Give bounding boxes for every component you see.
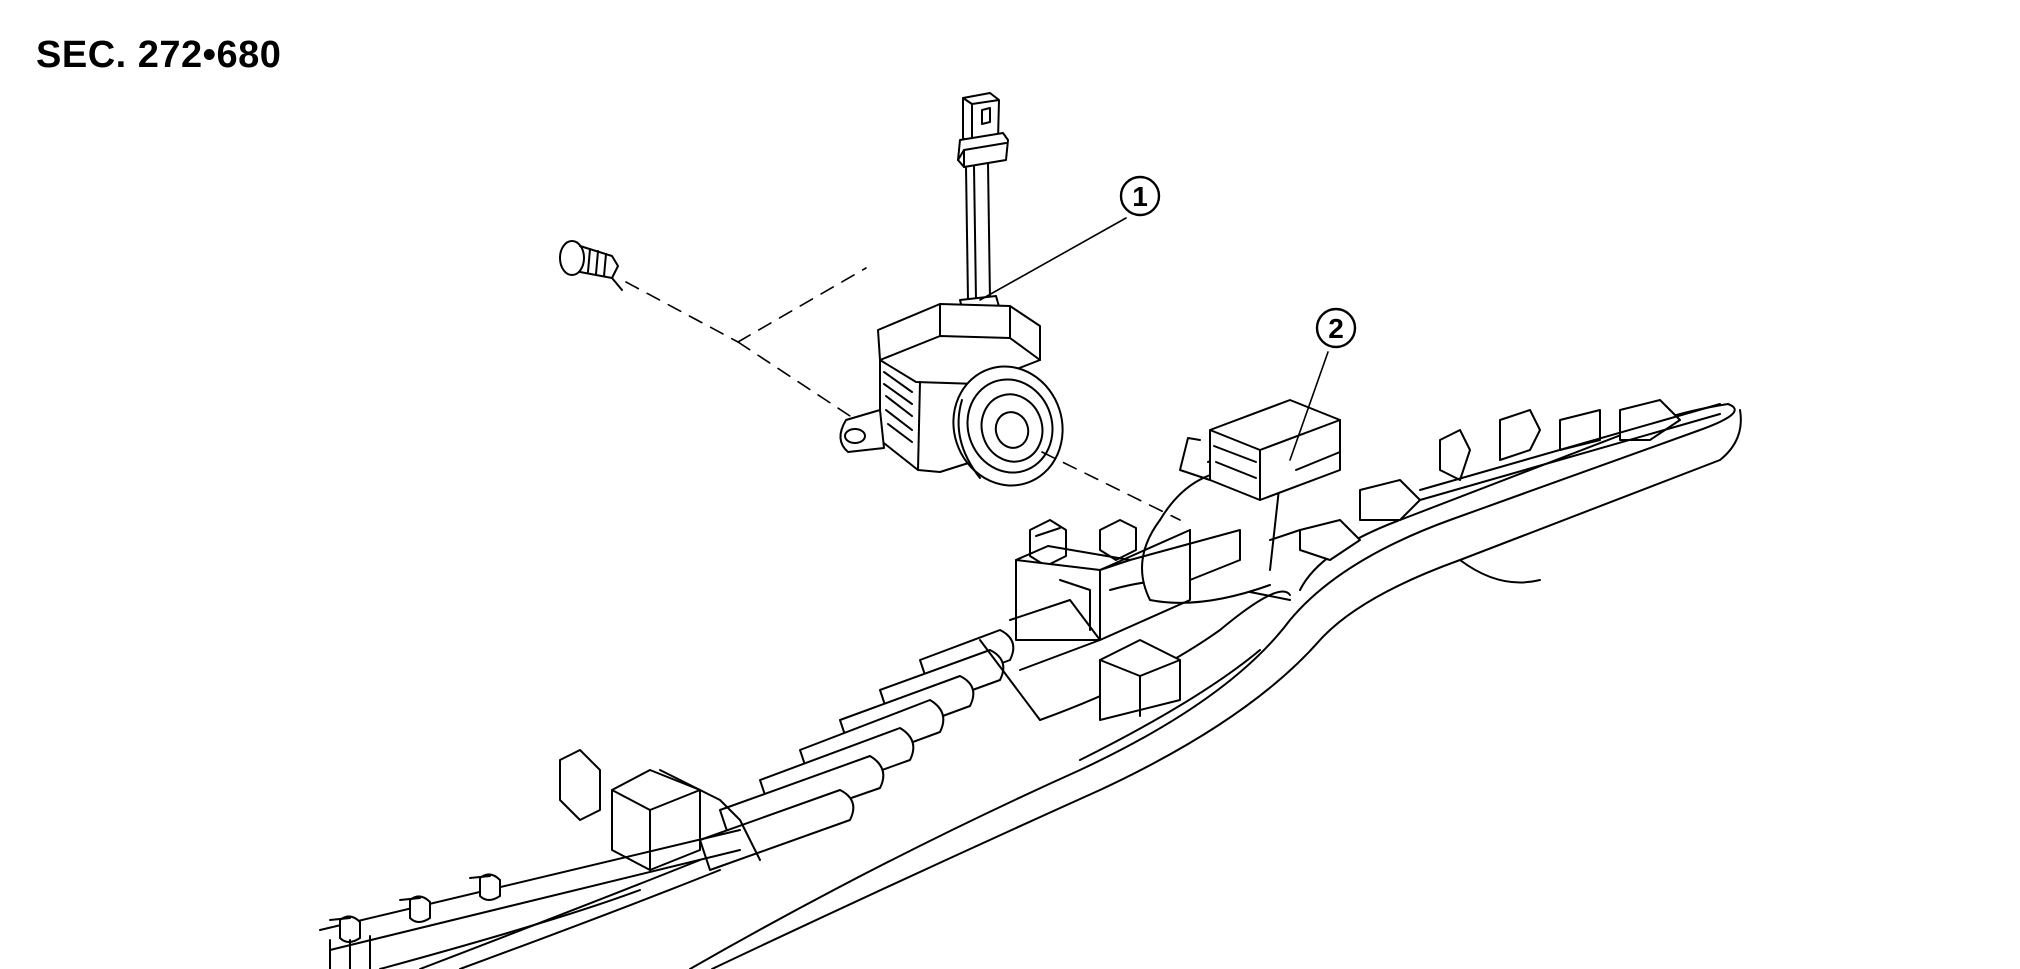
callout-1-label: 1 bbox=[1132, 181, 1148, 212]
callout-2: 2 bbox=[1289, 307, 1357, 461]
callout-2-label: 2 bbox=[1328, 313, 1344, 344]
screw bbox=[559, 240, 623, 291]
callout-1: 1 bbox=[979, 175, 1161, 301]
housing-block bbox=[1179, 399, 1341, 501]
connector-plug bbox=[957, 92, 1009, 168]
console-clips-right bbox=[1269, 399, 1721, 561]
section-label: SEC. 272•680 bbox=[36, 34, 282, 76]
console-lower-left bbox=[319, 749, 761, 969]
part-1-switch-assembly bbox=[839, 92, 1064, 487]
console-slats bbox=[699, 599, 1101, 871]
switch-ring bbox=[952, 365, 1064, 487]
alignment-lines bbox=[625, 267, 1181, 521]
switch-body bbox=[839, 303, 1041, 473]
part-2-console-finisher bbox=[319, 399, 1742, 969]
